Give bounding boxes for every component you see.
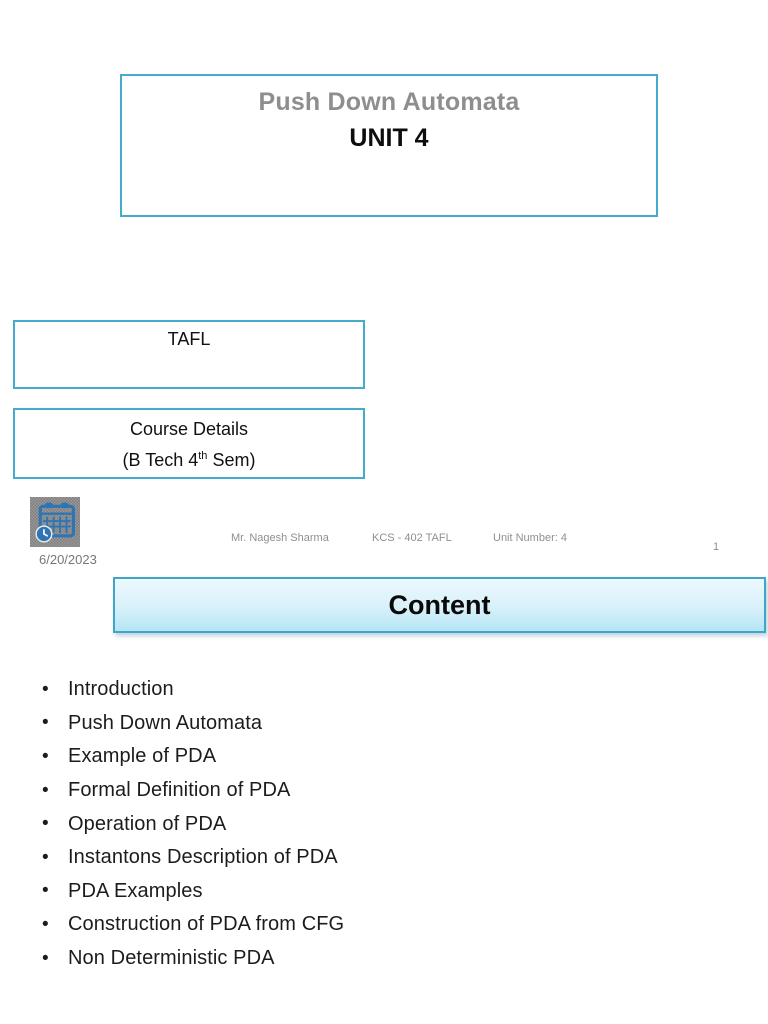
calendar-clock-icon [35,502,75,543]
course-details-line1: Course Details [129,419,249,439]
slide-title: UNIT 4 [349,124,429,152]
footer-page-number: 1 [713,541,720,553]
slide-date: 6/20/2023 [39,552,97,567]
bullet-text: Operation of PDA [68,812,227,835]
list-item: • Introduction [42,673,642,707]
slide-subtitle: Push Down Automata [258,88,520,116]
content-bullet-list: • Introduction • Push Down Automata • Examp… [42,673,642,975]
footer-unit-number: Unit Number: 4 [493,532,567,544]
content-header-banner: Content [113,577,766,633]
list-item: • Operation of PDA [42,807,642,841]
bullet-text: Push Down Automata [68,711,263,734]
bullet-text: Non Deterministic PDA [68,947,275,970]
course-details-box: Course Details (B Tech 4th Sem) [13,408,365,479]
bullet-icon: • [42,947,49,969]
course-details-line2: (B Tech 4th Sem) [15,443,363,474]
list-item: • PDA Examples [42,875,642,909]
bullet-icon: • [42,678,49,700]
bullet-text: Construction of PDA from CFG [68,913,345,936]
list-item: • Construction of PDA from CFG [42,908,642,942]
bullet-text: Introduction [68,678,174,701]
bullet-icon: • [42,913,49,935]
list-item: • Formal Definition of PDA [42,774,642,808]
calendar-icon [30,497,80,547]
bullet-text: Example of PDA [68,745,217,768]
list-item: • Non Deterministic PDA [42,942,642,976]
bullet-text: PDA Examples [68,879,203,902]
bullet-icon: • [42,846,49,868]
tafl-label: TAFL [167,329,211,349]
list-item: • Push Down Automata [42,707,642,741]
list-item: • Instantons Description of PDA [42,841,642,875]
course-sem-prefix: (B Tech 4 [122,450,199,470]
course-sem-sup: th [198,450,208,462]
footer-course-code: KCS - 402 TAFL [372,532,452,544]
list-item: • Example of PDA [42,740,642,774]
course-sem-suffix: Sem) [207,450,256,470]
bullet-icon: • [42,712,49,734]
bullet-icon: • [42,880,49,902]
bullet-icon: • [42,813,49,835]
bullet-icon: • [42,745,49,767]
footer-author: Mr. Nagesh Sharma [231,532,329,544]
bullet-icon: • [42,779,49,801]
bullet-text: Formal Definition of PDA [68,779,291,802]
bullet-text: Instantons Description of PDA [68,846,338,869]
content-header-title: Content [388,589,491,620]
tafl-box: TAFL [13,320,365,389]
slide-title-box: Push Down Automata UNIT 4 [120,74,658,217]
